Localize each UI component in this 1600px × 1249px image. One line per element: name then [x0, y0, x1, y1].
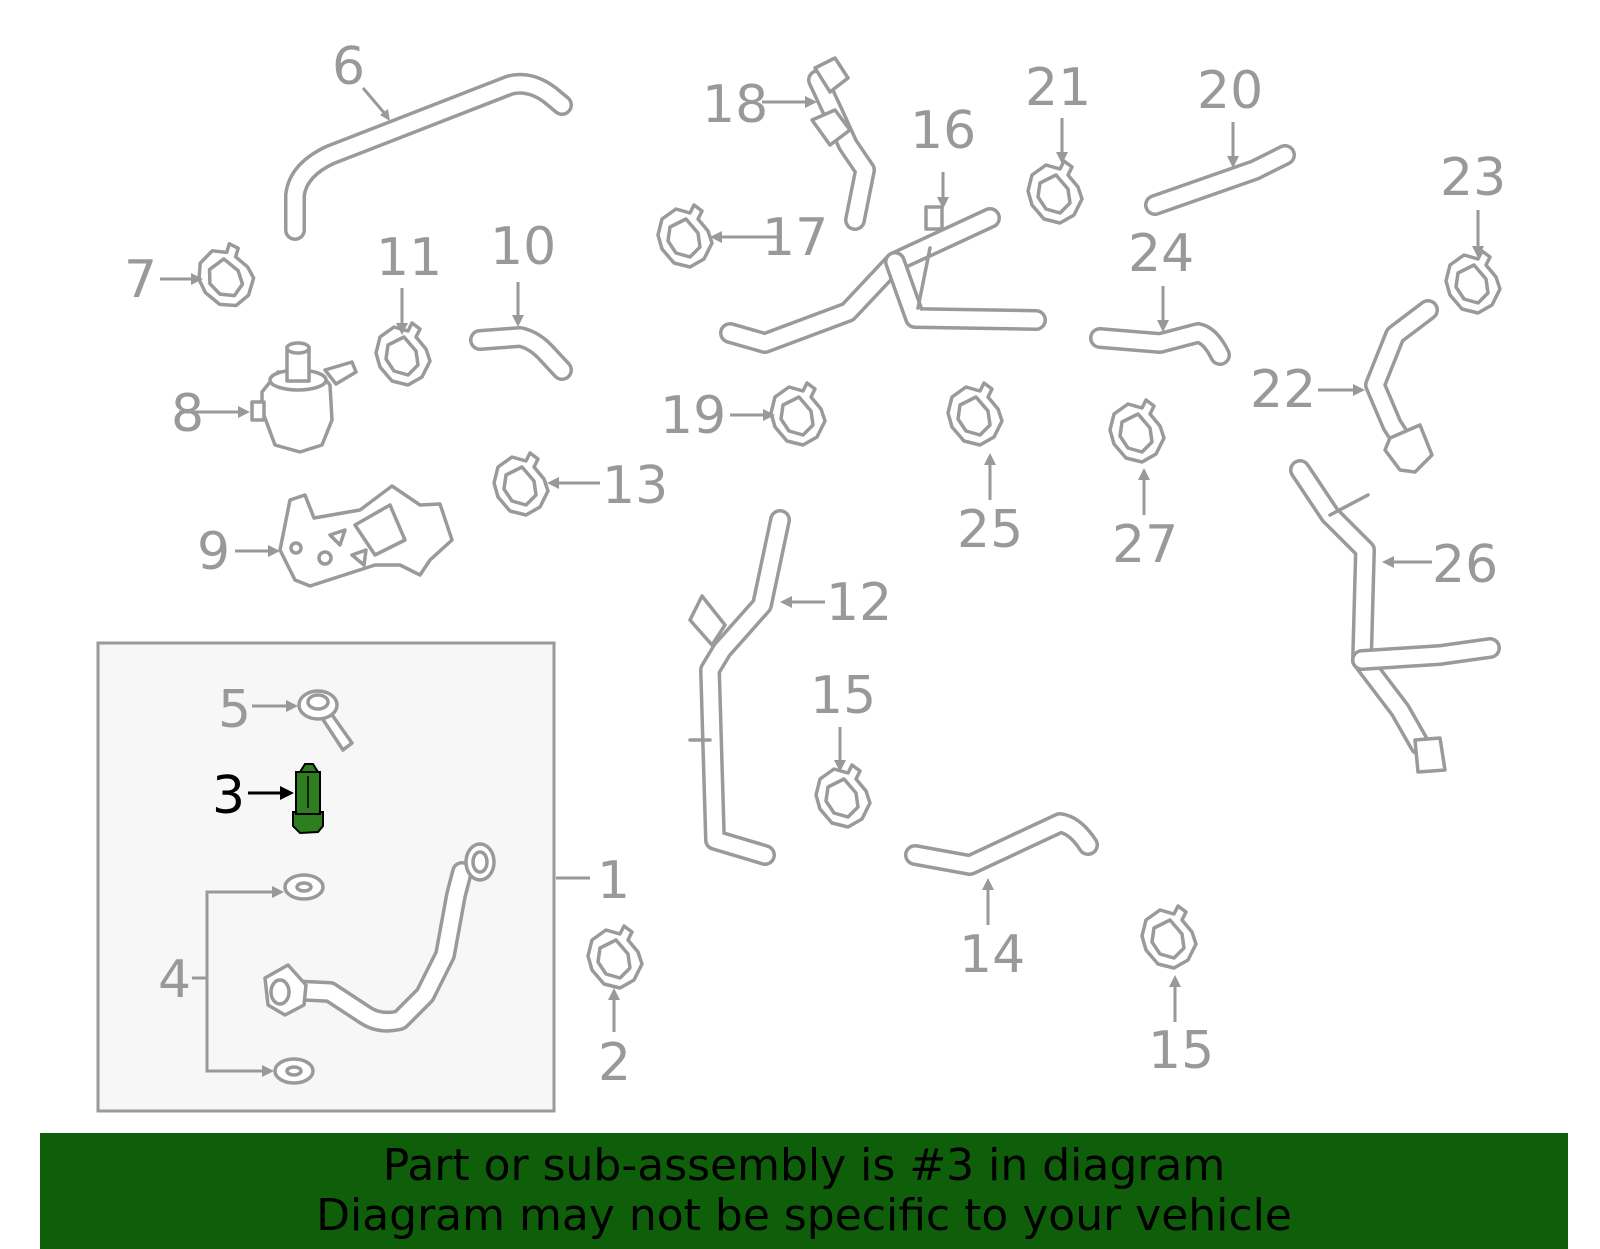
callout-14: 14 — [959, 925, 1025, 985]
part-20-hose — [1144, 144, 1296, 216]
callout-27: 27 — [1112, 515, 1178, 575]
callout-19: 19 — [660, 386, 726, 446]
callout-21: 21 — [1025, 58, 1091, 118]
part-5-bolt — [297, 689, 354, 752]
part-25-clamp — [946, 381, 1004, 447]
callout-23: 23 — [1440, 148, 1506, 208]
banner-line-1: Part or sub-assembly is #3 in diagram — [382, 1140, 1226, 1191]
callout-3: 3 — [212, 766, 245, 826]
callout-26: 26 — [1432, 535, 1498, 595]
callout-9: 9 — [197, 522, 230, 582]
part-19-clamp — [769, 381, 827, 447]
callout-11: 11 — [376, 228, 442, 288]
callout-20: 20 — [1197, 61, 1263, 121]
callout-2: 2 — [598, 1033, 631, 1093]
callout-25: 25 — [957, 500, 1023, 560]
callout-12: 12 — [826, 573, 892, 633]
part-22-hose — [1364, 299, 1439, 474]
part-10-hose — [469, 326, 573, 381]
callout-6: 6 — [332, 37, 365, 97]
part-9-bracket — [278, 484, 454, 588]
part-14-hose — [904, 812, 1099, 876]
callout-22: 22 — [1250, 360, 1316, 420]
part-4-washer-lower — [273, 1057, 315, 1085]
part-13-clamp — [492, 451, 550, 517]
part-18-hose — [807, 56, 876, 231]
leader-lines — [160, 87, 1484, 1077]
callout-4: 4 — [158, 950, 191, 1010]
info-banner: Part or sub-assembly is #3 in diagram Di… — [40, 1133, 1568, 1249]
callout-10: 10 — [490, 217, 556, 277]
callout-5: 5 — [218, 680, 251, 740]
part-3-fitting-highlighted — [292, 763, 324, 835]
part-26-pipe — [1289, 459, 1501, 774]
part-27-clamp — [1108, 398, 1166, 464]
callout-17: 17 — [762, 208, 828, 268]
part-4-washer-upper — [283, 873, 325, 901]
part-1-pipe-assembly — [263, 842, 496, 1033]
callout-24: 24 — [1128, 224, 1194, 284]
callout-15-lower: 15 — [1148, 1021, 1214, 1081]
part-23-clamp — [1444, 249, 1502, 315]
callout-15-upper: 15 — [810, 666, 876, 726]
part-6-hose — [284, 72, 573, 241]
part-24-hose — [1089, 322, 1231, 366]
callout-18: 18 — [702, 75, 768, 135]
callout-16: 16 — [910, 101, 976, 161]
part-15-clamp-b — [1140, 904, 1198, 970]
callout-13: 13 — [602, 456, 668, 516]
callout-1: 1 — [597, 851, 630, 911]
banner-line-2: Diagram may not be specific to your vehi… — [316, 1190, 1292, 1241]
part-12-pipe — [688, 509, 791, 866]
part-16-pipe — [719, 205, 1047, 354]
part-15-clamp-a — [814, 763, 872, 829]
part-7-clamp — [192, 238, 260, 313]
callout-8: 8 — [171, 384, 204, 444]
callout-7: 7 — [124, 250, 157, 310]
part-2-clamp — [586, 924, 644, 990]
part-21-clamp — [1026, 159, 1084, 225]
part-8-pump — [250, 341, 358, 454]
part-17-clamp — [656, 203, 714, 269]
